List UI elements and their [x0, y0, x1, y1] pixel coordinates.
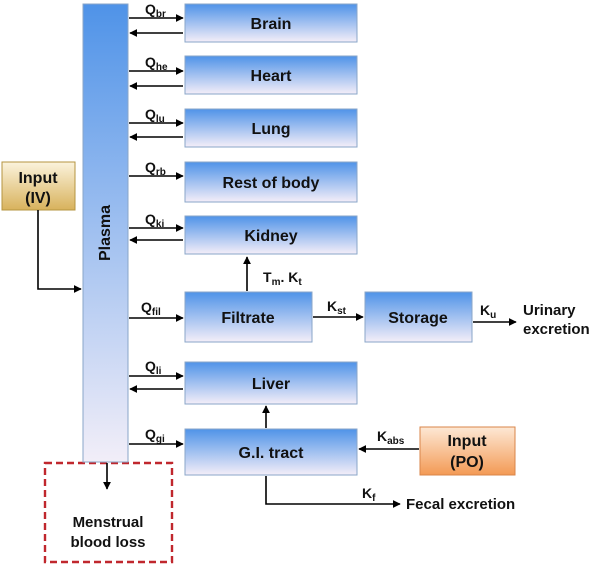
input-po-line2: (PO): [450, 454, 484, 471]
heart-label: Heart: [251, 68, 293, 85]
label-q-fil: Qfil: [141, 299, 161, 318]
input-po-line1: Input: [447, 433, 487, 450]
label-k-st: Kst: [327, 298, 347, 317]
gi-tract-compartment: G.I. tract: [184, 428, 358, 476]
urinary-excretion-line2: excretion: [523, 321, 590, 338]
label-tm-kt: Tm. Kt: [263, 269, 302, 288]
menstrual-line2: blood loss: [71, 534, 146, 551]
lung-label: Lung: [251, 121, 290, 138]
kidney-compartment: Kidney: [184, 215, 358, 255]
label-k-abs: Kabs: [377, 428, 405, 447]
filtrate-compartment: Filtrate: [184, 291, 313, 343]
plasma-compartment: Plasma: [82, 3, 129, 463]
input-iv-box: Input (IV): [1, 161, 76, 211]
plasma-label: Plasma: [97, 205, 114, 261]
brain-label: Brain: [251, 16, 292, 33]
arrow-input-iv: [37, 210, 82, 293]
kidney-label: Kidney: [244, 228, 297, 245]
rest-of-body-compartment: Rest of body: [184, 161, 358, 203]
input-iv-line1: Input: [18, 170, 58, 187]
input-po-box: Input (PO): [419, 426, 516, 476]
label-q-gi: Qgi: [145, 426, 165, 445]
rest-of-body-label: Rest of body: [223, 175, 320, 192]
label-q-li: Qli: [145, 358, 162, 377]
label-k-u: Ku: [480, 302, 496, 321]
lung-compartment: Lung: [184, 108, 358, 148]
liver-label: Liver: [252, 376, 290, 393]
brain-compartment: Brain: [184, 3, 358, 43]
heart-compartment: Heart: [184, 55, 358, 95]
liver-compartment: Liver: [184, 361, 358, 405]
input-iv-line2: (IV): [25, 190, 51, 207]
label-q-he: Qhe: [145, 54, 168, 73]
label-q-lu: Qlu: [145, 106, 165, 125]
menstrual-line1: Menstrual: [73, 514, 144, 531]
label-q-ki: Qki: [145, 211, 164, 230]
label-q-rb: Qrb: [145, 159, 166, 178]
gi-tract-label: G.I. tract: [239, 445, 305, 462]
label-q-br: Qbr: [145, 1, 166, 20]
storage-compartment: Storage: [364, 291, 473, 343]
filtrate-label: Filtrate: [221, 310, 274, 327]
arrow-gi-to-fecal: [265, 476, 401, 508]
urinary-excretion-line1: Urinary: [523, 302, 576, 319]
menstrual-box: [43, 461, 174, 564]
label-k-f: Kf: [362, 485, 376, 504]
fecal-excretion-label: Fecal excretion: [406, 496, 515, 513]
storage-label: Storage: [388, 310, 448, 327]
